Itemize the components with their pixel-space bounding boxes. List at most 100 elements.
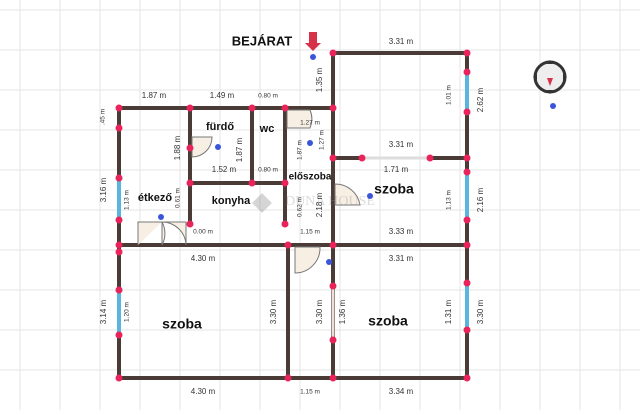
dimension-label: 1.36 m [338, 299, 347, 324]
wall-node[interactable] [329, 154, 337, 162]
dimension-label: 1.13 m [124, 190, 131, 210]
wall-node[interactable] [186, 220, 194, 228]
dimension-label: 1.01 m [446, 85, 453, 105]
dimension-label: 0.00 m [193, 229, 213, 236]
dimension-label: 3.31 m [389, 254, 414, 263]
wall-node[interactable] [186, 104, 194, 112]
dimension-label: 1.27 m [300, 120, 320, 127]
dimension-label: 3.30 m [269, 299, 278, 324]
wall-node[interactable] [115, 174, 123, 182]
wall-node[interactable] [186, 179, 194, 187]
dimension-label: 1.27 m [319, 130, 326, 150]
wall-node[interactable] [329, 49, 337, 57]
wall-node[interactable] [115, 248, 123, 256]
watermark-text: DUNA HOUSE [285, 194, 375, 209]
wall-node[interactable] [463, 216, 471, 224]
dimension-label: 3.30 m [315, 299, 324, 324]
entrance-arrow-icon [305, 32, 321, 51]
wall-node[interactable] [329, 336, 337, 344]
door-szoba-middle [294, 246, 321, 274]
door-furdo [191, 136, 213, 158]
wall-node[interactable] [463, 68, 471, 76]
dimension-label: 3.31 m [389, 37, 414, 46]
wall-node[interactable] [281, 220, 289, 228]
room-wc: wc [259, 123, 275, 135]
dimension-label: 1.20 m [124, 302, 131, 322]
door-etkezo [137, 221, 187, 246]
wall-node[interactable] [463, 241, 471, 249]
dimension-label: 1.35 m [315, 67, 324, 92]
wall-node[interactable] [115, 374, 123, 382]
wall-node[interactable] [329, 374, 337, 382]
dimension-label: 1.15 m [300, 229, 320, 236]
dimension-label: 1.87 m [235, 137, 244, 162]
wall-node[interactable] [248, 104, 256, 112]
doors [137, 109, 361, 274]
wall-nodes [115, 49, 471, 382]
wall-node[interactable] [329, 104, 337, 112]
dimension-label: 0.80 m [258, 93, 278, 100]
rooms: fürdő wc előszoba étkező konyha szoba sz… [138, 121, 414, 332]
dimension-label: 1.13 m [446, 190, 453, 210]
dimension-label: 3.33 m [389, 227, 414, 236]
room-etkezo: étkező [138, 192, 173, 204]
wall-node[interactable] [115, 241, 123, 249]
dimensions: 1.87 m 1.49 m 0.80 m 3.31 m 1.35 m .45 m 3.16 … [99, 37, 485, 396]
wall-node[interactable] [281, 179, 289, 187]
dimension-label: 4.30 m [191, 387, 216, 396]
dimension-label: 1.52 m [212, 165, 237, 174]
wall-node[interactable] [463, 154, 471, 162]
wall-node[interactable] [463, 326, 471, 334]
dimension-label: 1.87 m [297, 140, 304, 160]
dimension-label: 3.16 m [99, 177, 108, 202]
dimension-label: 2.16 m [476, 187, 485, 212]
entrance: BEJÁRAT [232, 32, 321, 60]
door-eloszoba [286, 109, 313, 129]
dimension-label: .45 m [100, 109, 107, 125]
watermark: DUNA HOUSE [252, 193, 375, 213]
dimension-label: 1.15 m [300, 389, 320, 396]
wall-node[interactable] [426, 154, 434, 162]
wall-node[interactable] [463, 374, 471, 382]
room-markers [158, 140, 373, 265]
room-szoba-3: szoba [368, 313, 408, 329]
room-eloszoba: előszoba [289, 172, 332, 183]
wall-node[interactable] [329, 241, 337, 249]
wall-node[interactable] [115, 331, 123, 339]
door-szoba-right [334, 183, 361, 206]
wall-node[interactable] [248, 179, 256, 187]
wall-node[interactable] [463, 49, 471, 57]
room-konyha: konyha [212, 195, 251, 207]
dimension-label: 1.71 m [384, 165, 409, 174]
dimension-label: 4.30 m [191, 254, 216, 263]
compass-icon [533, 60, 567, 109]
wall-node[interactable] [115, 216, 123, 224]
wall-node[interactable] [329, 282, 337, 290]
wall-node[interactable] [281, 104, 289, 112]
wall-node[interactable] [115, 286, 123, 294]
dimension-label: 1.49 m [210, 91, 235, 100]
wall-node[interactable] [284, 241, 292, 249]
dimension-label: 0.62 m [297, 197, 304, 217]
wall-node[interactable] [463, 168, 471, 176]
dimension-label: 3.34 m [389, 387, 414, 396]
wall-node[interactable] [463, 108, 471, 116]
dimension-label: 1.31 m [444, 299, 453, 324]
room-szoba-2: szoba [162, 316, 202, 332]
wall-node[interactable] [115, 124, 123, 132]
dimension-label: 1.88 m [173, 135, 182, 160]
wall-node[interactable] [358, 154, 366, 162]
dimension-label: 2.18 m [315, 192, 324, 217]
dimension-label: 3.31 m [389, 140, 414, 149]
wall-node[interactable] [186, 144, 194, 152]
wall-node[interactable] [115, 104, 123, 112]
dimension-label: 3.14 m [99, 299, 108, 324]
dimension-label: 2.62 m [476, 87, 485, 112]
dimension-label: 1.87 m [142, 91, 167, 100]
wall-node[interactable] [284, 374, 292, 382]
entrance-label: BEJÁRAT [232, 33, 292, 48]
windows [117, 72, 469, 340]
wall-node[interactable] [463, 279, 471, 287]
